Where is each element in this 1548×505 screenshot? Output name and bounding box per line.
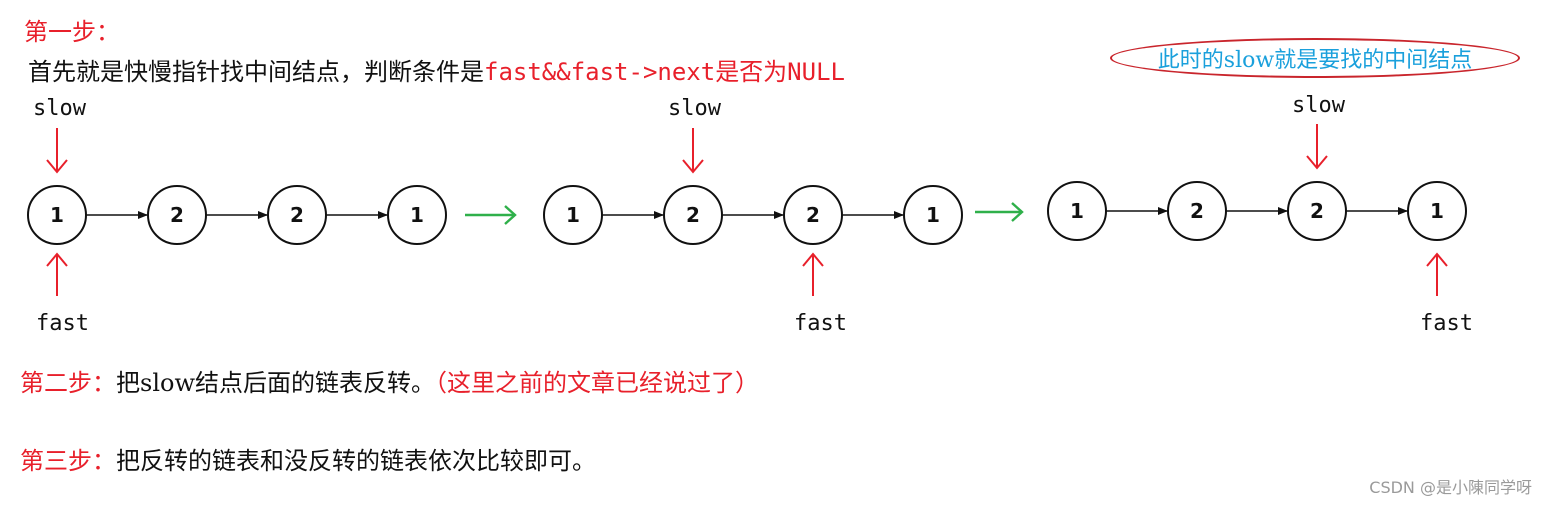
node-value: 1 <box>926 203 940 227</box>
step1-description: 首先就是快慢指针找中间结点，判断条件是fast&&fast->next是否为NU… <box>28 52 845 87</box>
step2-line: 第二步：把slow结点后面的链表反转。（这里之前的文章已经说过了） <box>20 363 759 398</box>
step1-title: 第一步： <box>24 18 120 46</box>
node-circle <box>783 185 843 245</box>
linked-list-3: 1 2 2 1 <box>1047 181 1467 241</box>
fast-pointer-arrow <box>802 252 824 296</box>
node-value: 2 <box>1310 199 1324 223</box>
list-node: 1 <box>1407 181 1467 241</box>
node-value: 2 <box>686 203 700 227</box>
list-node: 2 <box>147 185 207 245</box>
node-circle <box>1407 181 1467 241</box>
node-value: 1 <box>1070 199 1084 223</box>
list-node: 1 <box>903 185 963 245</box>
node-circle <box>147 185 207 245</box>
list-node: 1 <box>27 185 87 245</box>
list-node: 2 <box>1167 181 1227 241</box>
slow-pointer-arrow <box>1306 124 1328 170</box>
step3-title: 第三步： <box>20 447 116 475</box>
node-circle <box>543 185 603 245</box>
transition-arrow <box>975 202 1024 222</box>
list-node: 2 <box>663 185 723 245</box>
node-value: 1 <box>1430 199 1444 223</box>
description-prefix: 首先就是快慢指针找中间结点，判断条件是 <box>28 58 484 86</box>
node-circle <box>387 185 447 245</box>
fast-pointer-arrow <box>1426 252 1448 296</box>
slow-label-3: slow <box>1292 93 1345 118</box>
list-node: 2 <box>267 185 327 245</box>
step2-title: 第二步： <box>20 369 116 397</box>
fast-pointer-arrow <box>46 252 68 296</box>
node-circle <box>663 185 723 245</box>
middle-node-note: 此时的slow就是要找的中间结点 <box>1110 38 1520 78</box>
node-circle <box>1047 181 1107 241</box>
step2-body: 把slow结点后面的链表反转。 <box>116 369 435 397</box>
list-node: 2 <box>783 185 843 245</box>
linked-list-2: 1 2 2 1 <box>543 185 963 245</box>
node-circle <box>903 185 963 245</box>
step3-body: 把反转的链表和没反转的链表依次比较即可。 <box>116 447 596 475</box>
fast-label-3: fast <box>1420 311 1473 336</box>
list-node: 2 <box>1287 181 1347 241</box>
node-value: 2 <box>1190 199 1204 223</box>
transition-arrow <box>465 205 517 225</box>
node-value: 2 <box>806 203 820 227</box>
csdn-watermark: CSDN @是小陳同学呀 <box>1369 478 1532 497</box>
node-value: 1 <box>566 203 580 227</box>
node-value: 1 <box>410 203 424 227</box>
slow-pointer-arrow <box>682 128 704 174</box>
node-value: 2 <box>290 203 304 227</box>
list-node: 1 <box>387 185 447 245</box>
list-node: 1 <box>1047 181 1107 241</box>
node-circle <box>1287 181 1347 241</box>
node-circle <box>27 185 87 245</box>
note-text: 此时的slow就是要找的中间结点 <box>1157 48 1473 73</box>
slow-label-2: slow <box>668 96 721 121</box>
step2-aside: （这里之前的文章已经说过了） <box>434 369 759 397</box>
description-condition: fast&&fast->next是否为NULL <box>484 58 845 86</box>
fast-label-2: fast <box>794 311 847 336</box>
linked-list-1: 1 2 2 1 <box>27 185 447 245</box>
slow-pointer-arrow <box>46 128 68 174</box>
step3-line: 第三步：把反转的链表和没反转的链表依次比较即可。 <box>20 441 596 476</box>
node-value: 1 <box>50 203 64 227</box>
node-circle <box>1167 181 1227 241</box>
fast-label-1: fast <box>36 311 89 336</box>
node-circle <box>267 185 327 245</box>
slow-label-1: slow <box>33 96 86 121</box>
node-value: 2 <box>170 203 184 227</box>
list-node: 1 <box>543 185 603 245</box>
